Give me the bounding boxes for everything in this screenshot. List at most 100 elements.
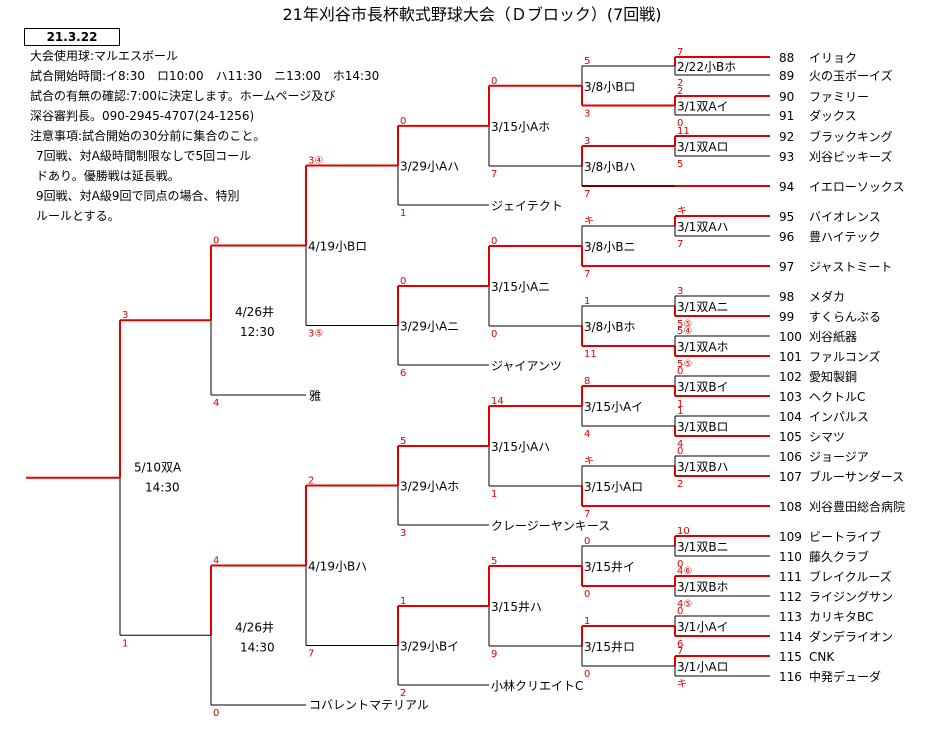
team-name: イリョク (809, 51, 857, 65)
score: 5⑤ (677, 319, 692, 330)
match-time: 12:30 (240, 325, 275, 339)
team-number: 114 (779, 630, 802, 644)
score: 7 (677, 239, 683, 250)
score: 3⑤ (308, 329, 323, 340)
match-label: 3/15小Aイ (584, 400, 643, 414)
score: 5 (400, 436, 406, 447)
score: キ (677, 206, 687, 217)
score: 0 (491, 236, 497, 247)
team-name: ライジングサン (809, 590, 893, 604)
seeded-team: 小林クリエイトC (491, 679, 583, 693)
match-label: 3/15小Aホ (491, 120, 550, 134)
match-label: 3/15井ハ (491, 600, 542, 614)
team-number: 112 (779, 590, 802, 604)
team-name: ジョージア (809, 450, 869, 464)
score: 5⑤ (677, 359, 692, 370)
match-label: 3/1双Bニ (677, 540, 729, 554)
team-number: 98 (779, 290, 794, 304)
team-name: カリキタBC (809, 610, 873, 624)
team-name: 刈谷紙器 (809, 329, 857, 344)
team-number: 104 (779, 410, 802, 424)
match-label: 3/29小Aハ (400, 159, 459, 173)
match-label: 3/1双Aホ (677, 340, 729, 354)
team-number: 105 (779, 430, 802, 444)
score: 1 (677, 399, 683, 410)
score: 14 (491, 396, 504, 407)
team-number: 99 (779, 310, 794, 324)
score: 0 (677, 366, 683, 377)
score: 5 (677, 159, 683, 170)
score: 0 (677, 559, 683, 570)
team-name: バイオレンス (809, 210, 881, 224)
team-number: 96 (779, 230, 794, 244)
team-number: 108 (779, 500, 802, 514)
score: 4⑥ (677, 566, 692, 577)
team-number: 95 (779, 210, 794, 224)
match-label: 3/1双Bホ (677, 580, 729, 594)
score: 0 (400, 276, 406, 287)
score: 0 (213, 708, 219, 719)
score: 7 (584, 269, 590, 280)
match-label: 3/1双Aイ (677, 100, 729, 114)
score: 11 (677, 126, 690, 137)
score: 0 (677, 118, 683, 129)
score: 9 (491, 649, 497, 660)
match-label: 3/8小Bハ (584, 160, 636, 174)
team-name: インパルス (809, 410, 869, 424)
team-number: 101 (779, 350, 802, 364)
score: 2 (677, 78, 683, 89)
score: 5④ (677, 326, 692, 337)
score: 1 (584, 616, 590, 627)
score: 1 (400, 208, 406, 219)
score: 5 (491, 556, 497, 567)
score: 6 (400, 368, 406, 379)
team-number: 113 (779, 610, 802, 624)
match-label: 3/1小Aロ (677, 660, 729, 674)
score: 4 (213, 556, 219, 567)
team-number: 89 (779, 69, 794, 83)
score: 7 (491, 169, 497, 180)
score: 1 (677, 406, 683, 417)
match-label: 4/19小Bハ (308, 560, 367, 574)
team-name: 豊ハイテック (809, 230, 881, 244)
score: 2 (677, 86, 683, 97)
team-number: 91 (779, 109, 794, 123)
notes-line: ドあり。優勝戦は延長戦。 (36, 169, 180, 183)
team-number: 94 (779, 180, 794, 194)
team-name: ビートライブ (809, 529, 881, 544)
match-label: 3/1双Aロ (677, 140, 729, 154)
time-info: 試合開始時間:イ8:30 ロ10:00 ハ11:30 ニ13:00 ホ14:30 (30, 69, 380, 83)
score: 7 (584, 189, 590, 200)
score: 0 (213, 235, 219, 246)
team-number: 116 (779, 670, 802, 684)
score: 3 (584, 136, 590, 147)
team-name: 火の玉ボーイズ (809, 68, 893, 83)
match-label: 3/15井イ (584, 560, 635, 574)
team-number: 88 (779, 51, 794, 65)
team-name: メダカ (809, 289, 845, 304)
match-label: 3/29小Aホ (400, 480, 459, 494)
match-label: 3/15小Aハ (491, 440, 550, 454)
team-number: 102 (779, 370, 802, 384)
score: 7 (677, 47, 683, 58)
score: 2 (677, 479, 683, 490)
seeded-team: クレージーヤンキース (491, 519, 610, 533)
score: 4 (584, 429, 590, 440)
match-label: 3/8小Bホ (584, 320, 636, 334)
match-label: 3/1双Aニ (677, 300, 729, 314)
score: キ (584, 216, 594, 227)
score: 6 (677, 639, 683, 650)
team-number: 109 (779, 530, 802, 544)
score: 3 (677, 286, 683, 297)
score: 7 (677, 646, 683, 657)
score: キ (584, 456, 594, 467)
match-label: 2/22小Bホ (677, 60, 736, 74)
score: キ (677, 679, 687, 690)
match-time: 14:30 (240, 640, 275, 654)
team-name: ダックス (809, 108, 857, 123)
team-name: ブレイクルーズ (809, 569, 892, 584)
team-name: ブラックキング (809, 129, 893, 144)
score: 0 (584, 589, 590, 600)
seeded-team: ジェイテクト (491, 199, 563, 213)
